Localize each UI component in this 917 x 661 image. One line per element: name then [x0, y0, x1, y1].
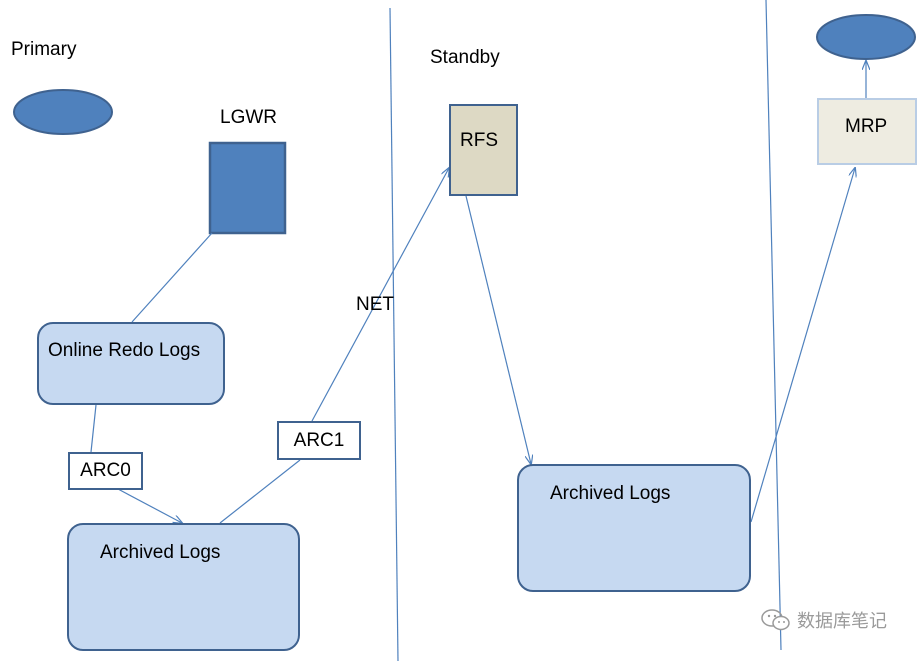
connector-online-redo-arc0: [90, 404, 97, 453]
connector-arc1-rfs: [311, 168, 449, 422]
watermark: 数据库笔记: [761, 607, 887, 633]
online-redo-logs-box: Online Redo Logs: [37, 322, 225, 405]
connector-lgwr-online-redo: [131, 232, 213, 323]
primary-database-ellipse: [13, 89, 113, 135]
mrp-process-box: MRP: [817, 98, 917, 165]
rfs-process-box: RFS: [449, 104, 518, 196]
standby-archived-logs-box: Archived Logs: [517, 464, 751, 592]
lgwr-process-shape: [208, 141, 287, 235]
mrp-label: MRP: [845, 116, 888, 137]
connector-archived-arc1: [219, 459, 301, 524]
arc0-process-box: ARC0: [68, 452, 143, 490]
separator-line-primary-standby: [389, 7, 399, 661]
net-label: NET: [356, 294, 394, 315]
connector-archived-mrp: [750, 168, 855, 523]
connector-rfs-archived: [465, 195, 531, 464]
standby-database-ellipse: [816, 14, 916, 60]
watermark-text: 数据库笔记: [797, 611, 887, 632]
lgwr-label: LGWR: [220, 107, 277, 128]
arc1-process-box: ARC1: [277, 421, 361, 460]
primary-archived-logs-label: Archived Logs: [100, 542, 221, 563]
rfs-label: RFS: [460, 130, 498, 151]
standby-archived-logs-label: Archived Logs: [550, 483, 671, 504]
wechat-icon: [761, 609, 790, 631]
primary-archived-logs-box: Archived Logs: [67, 523, 300, 651]
standby-title: Standby: [430, 47, 500, 68]
separator-line-standby-mrp: [765, 0, 782, 651]
primary-title: Primary: [11, 39, 77, 60]
connector-arc0-archived: [117, 488, 182, 523]
online-redo-logs-label: Online Redo Logs: [48, 340, 201, 361]
